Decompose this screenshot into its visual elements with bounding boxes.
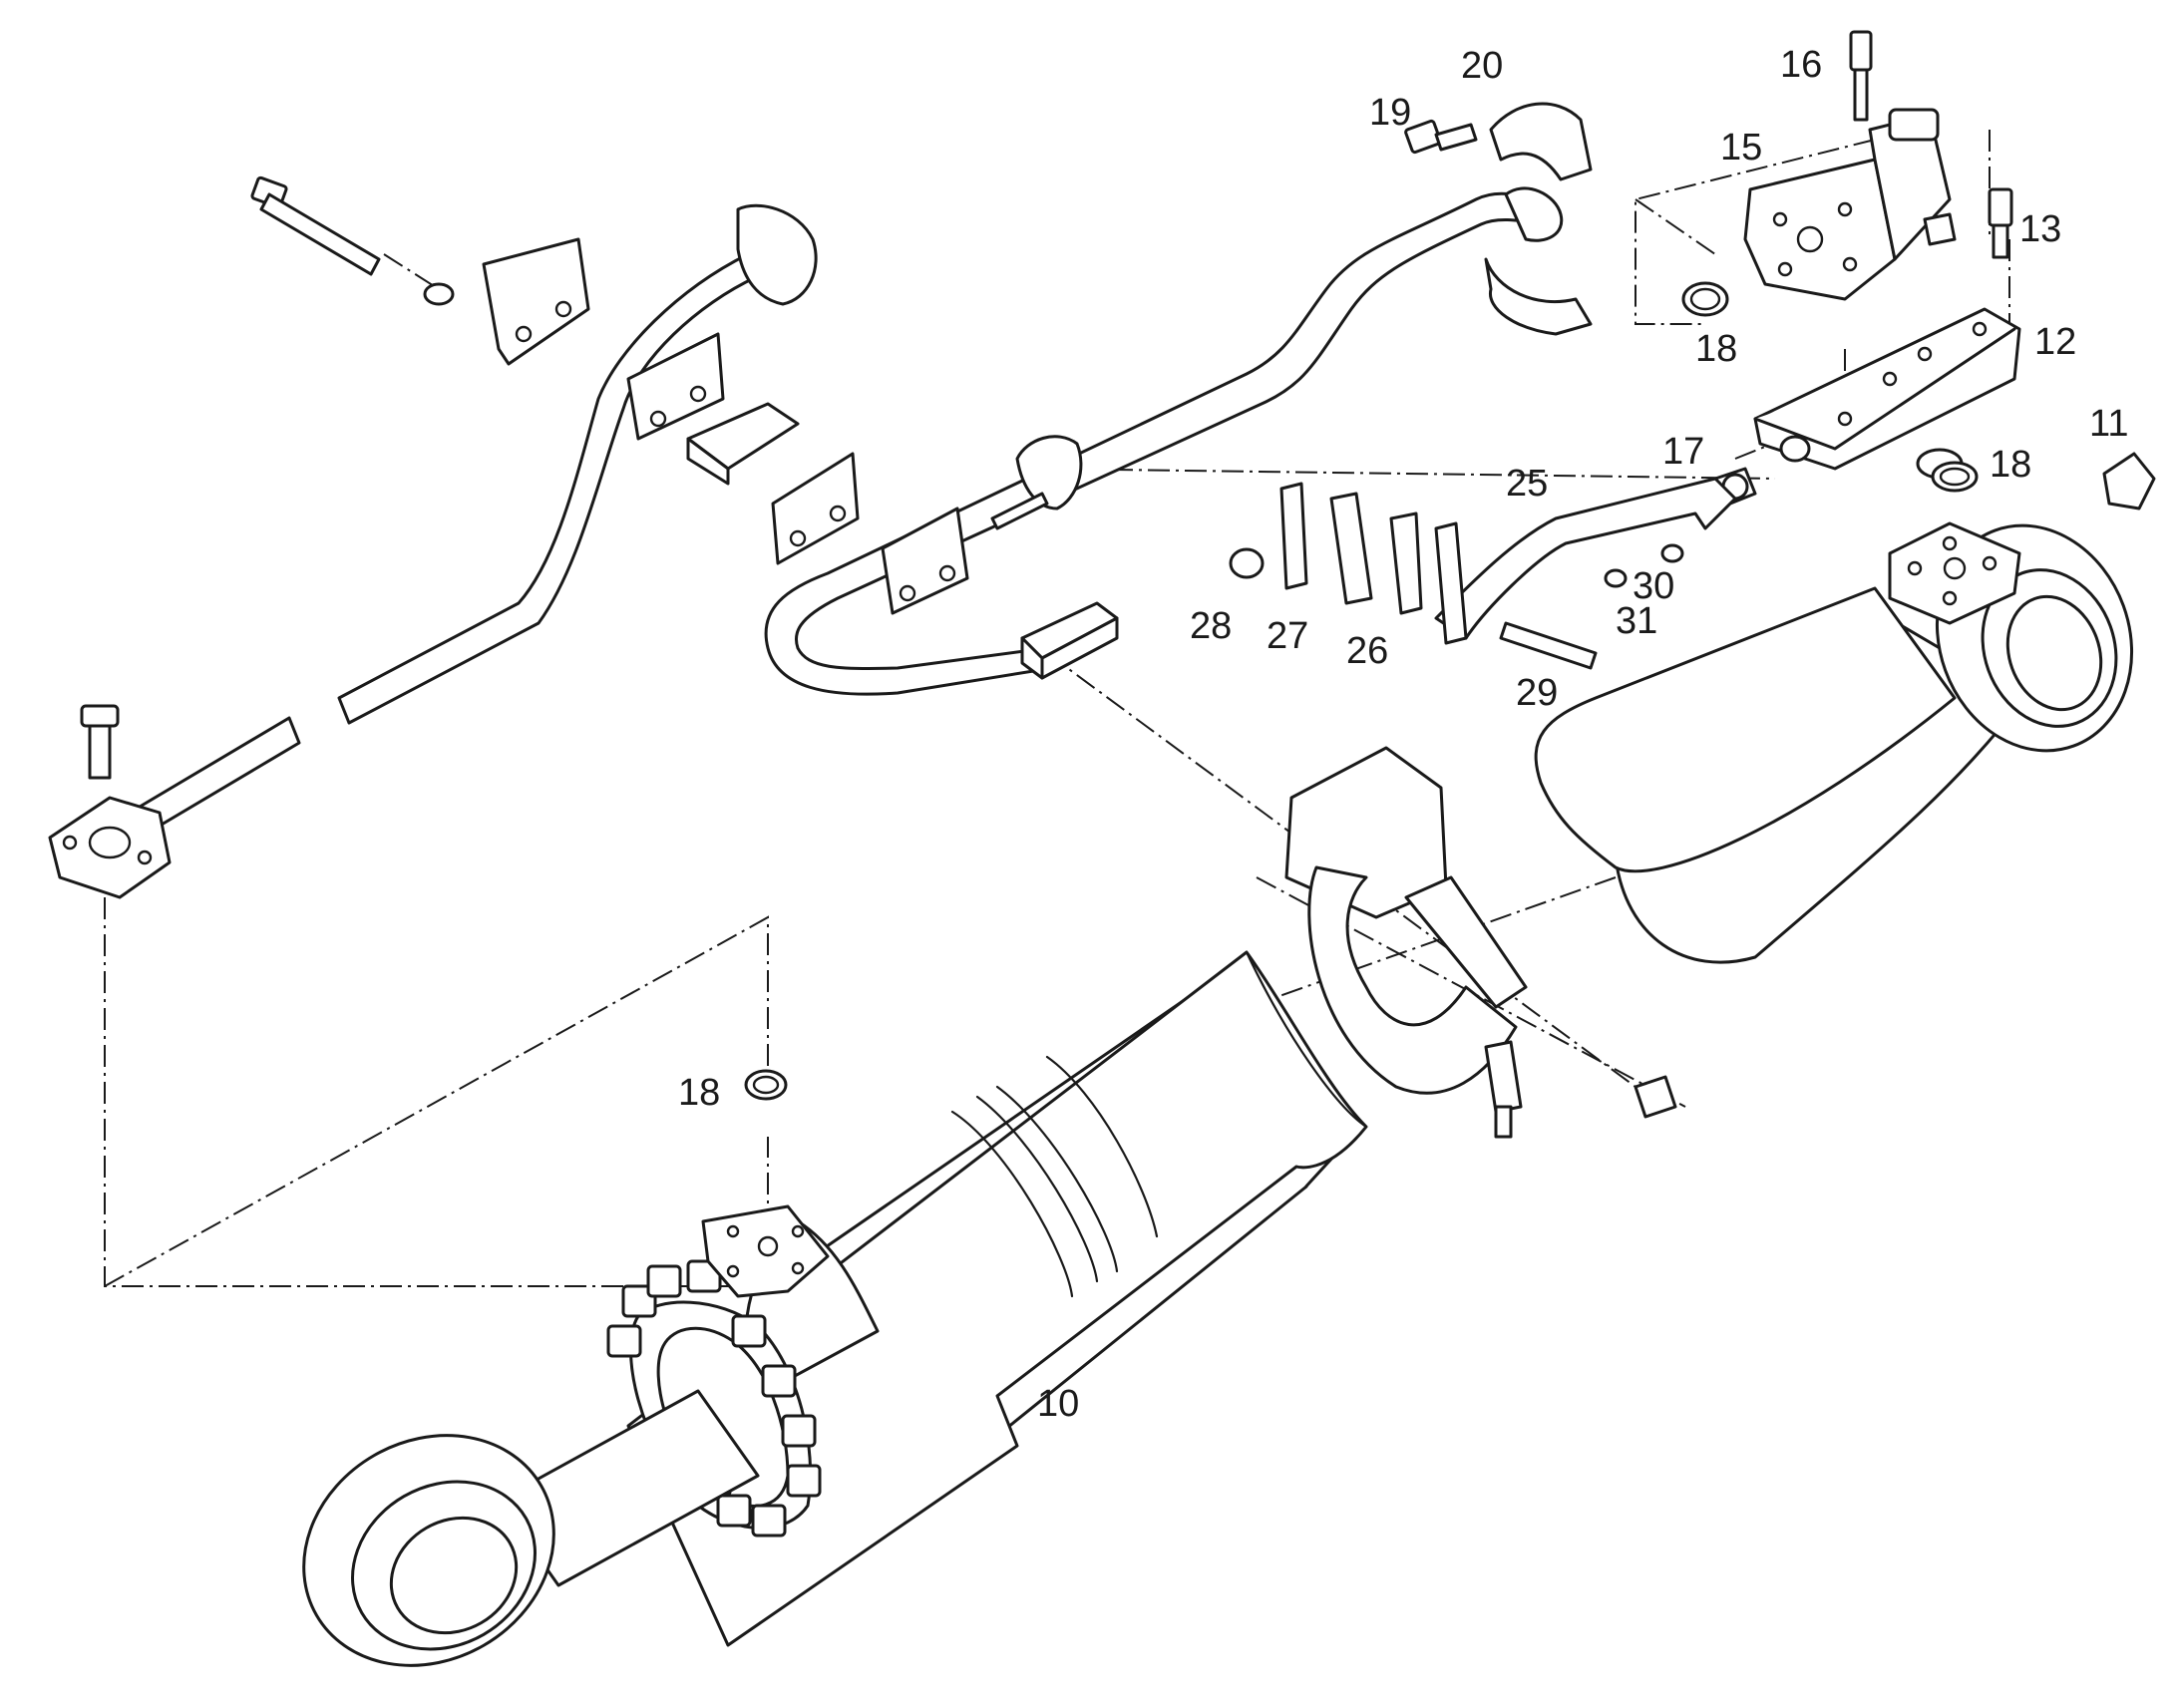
callout-30: 30 xyxy=(1633,565,1674,607)
part-callouts: 10 11 12 13 15 16 17 18 18 18 19 20 25 2… xyxy=(678,44,2128,1425)
hydraulic-cylinder-upper xyxy=(1534,521,2134,964)
callout-15: 15 xyxy=(1720,127,1762,169)
callout-26: 26 xyxy=(1346,630,1388,672)
hydraulic-cylinder-main xyxy=(302,950,1368,1667)
callout-25: 25 xyxy=(1506,463,1548,505)
callout-11: 11 xyxy=(2089,403,2128,445)
callout-20: 20 xyxy=(1461,45,1503,87)
callout-13: 13 xyxy=(2019,208,2061,250)
flange-bolt-heads xyxy=(606,1259,822,1537)
callout-12: 12 xyxy=(2034,321,2076,363)
pipe-clamp-plates xyxy=(482,237,1119,680)
fittings-11-17 xyxy=(1713,452,2156,511)
callout-29: 29 xyxy=(1516,672,1558,714)
callout-17: 17 xyxy=(1662,431,1704,473)
valve-assembly xyxy=(1681,108,1957,317)
pipe-line-left xyxy=(48,175,818,899)
callout-16: 16 xyxy=(1780,44,1822,86)
callout-18-valve: 18 xyxy=(1695,328,1737,370)
callout-10: 10 xyxy=(1037,1383,1079,1425)
clamp-bracket xyxy=(1284,746,1528,1139)
pipe-line-middle xyxy=(764,186,1564,696)
callout-18-right: 18 xyxy=(1990,444,2031,486)
manifold-block xyxy=(1753,307,2021,480)
split-flanges xyxy=(1484,102,1593,336)
callout-19: 19 xyxy=(1369,92,1411,134)
bracket-and-clamps xyxy=(1229,477,1737,1119)
bolts xyxy=(1404,30,2013,259)
o-ring-seals xyxy=(744,461,1979,1101)
callout-27: 27 xyxy=(1267,615,1308,657)
callout-18-cylinder: 18 xyxy=(678,1072,720,1114)
callout-31: 31 xyxy=(1616,600,1657,642)
callout-28: 28 xyxy=(1190,605,1232,647)
